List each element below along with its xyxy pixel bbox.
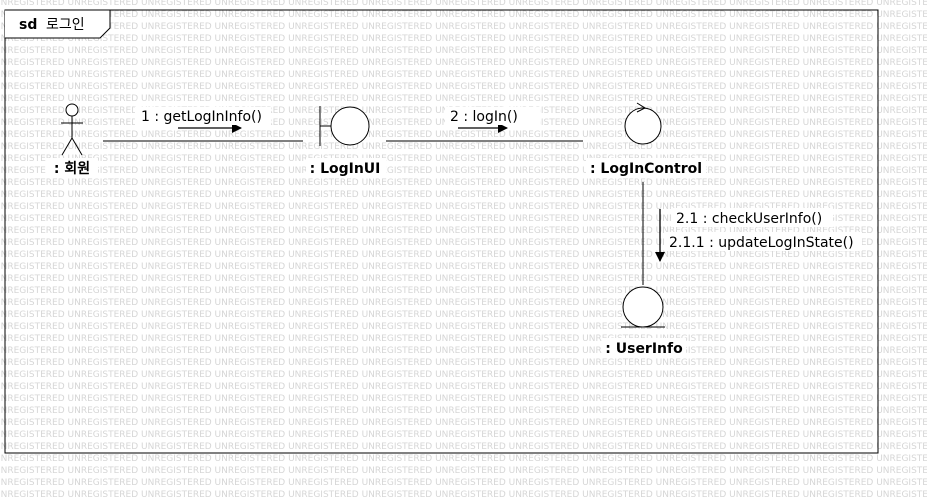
frame-border	[4, 9, 879, 454]
control-label: : LogInControl	[590, 161, 702, 177]
message-2-1-1-label-bg	[664, 232, 862, 251]
entity-label: : UserInfo	[605, 341, 683, 357]
message-1-label-bg	[135, 107, 271, 125]
stick-figure-icon	[61, 103, 83, 156]
frame-tab	[5, 9, 111, 39]
message-2-1-1-label: 2.1.1 : updateLogInState()	[669, 235, 854, 251]
actor-label-bg	[46, 158, 98, 177]
message-2-1-label: 2.1 : checkUserInfo()	[676, 211, 822, 227]
message-1-label: 1 : getLogInInfo()	[141, 109, 262, 125]
frame-name: 로그인	[46, 17, 85, 33]
entity-icon	[621, 286, 665, 328]
frame-keyword: sd	[19, 17, 37, 33]
message-2-1-label-bg	[671, 208, 833, 227]
control-icon	[624, 102, 662, 145]
boundary-label-bg	[306, 158, 386, 177]
boundary-label: : LogInUI	[310, 161, 381, 177]
actor-label: : 회원	[54, 161, 90, 177]
message-2-label: 2 : logIn()	[450, 109, 518, 125]
entity-label-bg	[602, 338, 686, 357]
control-label-bg	[586, 158, 706, 177]
boundary-icon	[319, 106, 370, 146]
message-2-label-bg	[445, 107, 540, 125]
